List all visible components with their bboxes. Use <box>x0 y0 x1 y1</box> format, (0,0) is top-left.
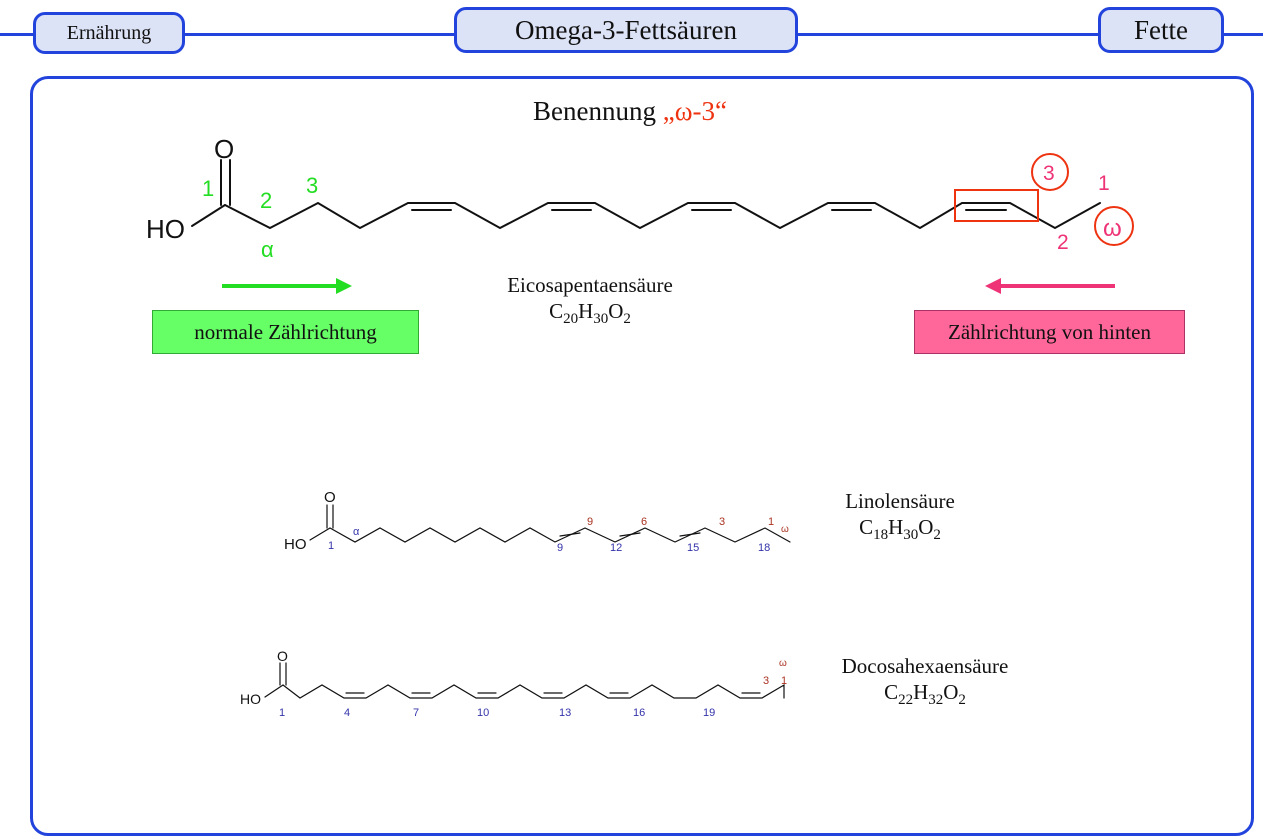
title-omega-term: „ω-3“ <box>662 96 727 126</box>
ala-db3 <box>679 532 701 537</box>
dha-skeleton <box>264 662 785 699</box>
epa-num-1: 1 <box>202 176 214 201</box>
ala-red-omega: ω <box>781 524 789 535</box>
ala-atom-o: O <box>324 489 336 506</box>
epa-name-block: Eicosapentaensäure C20H30O2 <box>470 272 710 329</box>
arrow-back-head <box>985 278 1001 294</box>
epa-atom-o: O <box>214 134 234 164</box>
ala-skeleton <box>309 504 791 543</box>
dha-num-4: 4 <box>344 707 350 719</box>
epa-chain <box>224 201 1101 230</box>
ala-red-6: 6 <box>641 516 647 528</box>
dha-num-10: 10 <box>477 707 489 719</box>
epa-back-num-3: 3 <box>1043 162 1055 185</box>
epa-oh-bond <box>191 204 226 227</box>
ala-red-3: 3 <box>719 516 725 528</box>
dha-red-omega: ω <box>779 658 787 669</box>
dha-atom-ho: HO <box>240 691 261 707</box>
dha-name: Docosahexaensäure <box>841 654 1009 678</box>
ala-num-1: 1 <box>328 540 334 552</box>
tab-ernaehrung[interactable]: Ernährung <box>33 12 185 54</box>
tab-fette[interactable]: Fette <box>1098 7 1224 53</box>
normal-direction-label: normale Zählrichtung <box>152 310 419 354</box>
ala-red-1: 1 <box>768 516 774 528</box>
epa-back-num-1: 1 <box>1098 172 1110 195</box>
ala-chain <box>329 527 791 543</box>
epa-num-2: 2 <box>260 188 272 213</box>
ala-atom-ho: HO <box>284 536 307 553</box>
ala-db2 <box>619 532 641 537</box>
epa-atom-ho: HO <box>146 214 185 244</box>
epa-back-num-2: 2 <box>1057 231 1069 254</box>
omega3-double-bond-box <box>954 189 1039 222</box>
ala-num-15: 15 <box>687 542 699 554</box>
dha-red-3: 3 <box>763 675 769 687</box>
dha-oh-bond <box>264 684 284 698</box>
tab-omega-3[interactable]: Omega-3-Fettsäuren <box>454 7 798 53</box>
ala-num-alpha: α <box>353 526 360 538</box>
ala-num-9: 9 <box>557 542 563 554</box>
dha-num-1: 1 <box>279 707 285 719</box>
dha-chain <box>282 683 785 699</box>
ala-name: Linolensäure <box>845 489 955 513</box>
dha-num-16: 16 <box>633 707 645 719</box>
epa-skeleton <box>191 159 1101 230</box>
page-title: Benennung „ω-3“ <box>460 96 800 127</box>
dha-num-13: 13 <box>559 707 571 719</box>
ala-formula: C18H30O2 <box>859 515 941 544</box>
reverse-direction-label: Zählrichtung von hinten <box>914 310 1185 354</box>
ala-red-9: 9 <box>587 516 593 528</box>
epa-omega: ω <box>1103 215 1122 242</box>
epa-name: Eicosapentaensäure <box>507 273 673 297</box>
epa-alpha: α <box>261 237 274 262</box>
ala-num-18: 18 <box>758 542 770 554</box>
structure-drawing: O HO 1 2 3 α 3 1 2 ω O HO 1 α 9 12 15 18… <box>146 134 1134 719</box>
ala-oh-bond <box>309 527 331 541</box>
title-prefix: Benennung <box>533 96 663 126</box>
dha-num-19: 19 <box>703 707 715 719</box>
dha-formula: C22H32O2 <box>884 680 966 709</box>
dha-num-7: 7 <box>413 707 419 719</box>
epa-num-3: 3 <box>306 173 318 198</box>
ala-name-block: Linolensäure C18H30O2 <box>800 488 1000 545</box>
arrow-forward-head <box>336 278 352 294</box>
ala-num-12: 12 <box>610 542 622 554</box>
epa-formula: C20H30O2 <box>549 299 631 328</box>
dha-name-block: Docosahexaensäure C22H32O2 <box>810 653 1040 710</box>
ala-db1 <box>559 532 581 537</box>
dha-atom-o: O <box>277 648 288 664</box>
omega-circle <box>1094 206 1134 246</box>
omega3-circle <box>1031 153 1069 191</box>
dha-red-1: 1 <box>781 675 787 687</box>
